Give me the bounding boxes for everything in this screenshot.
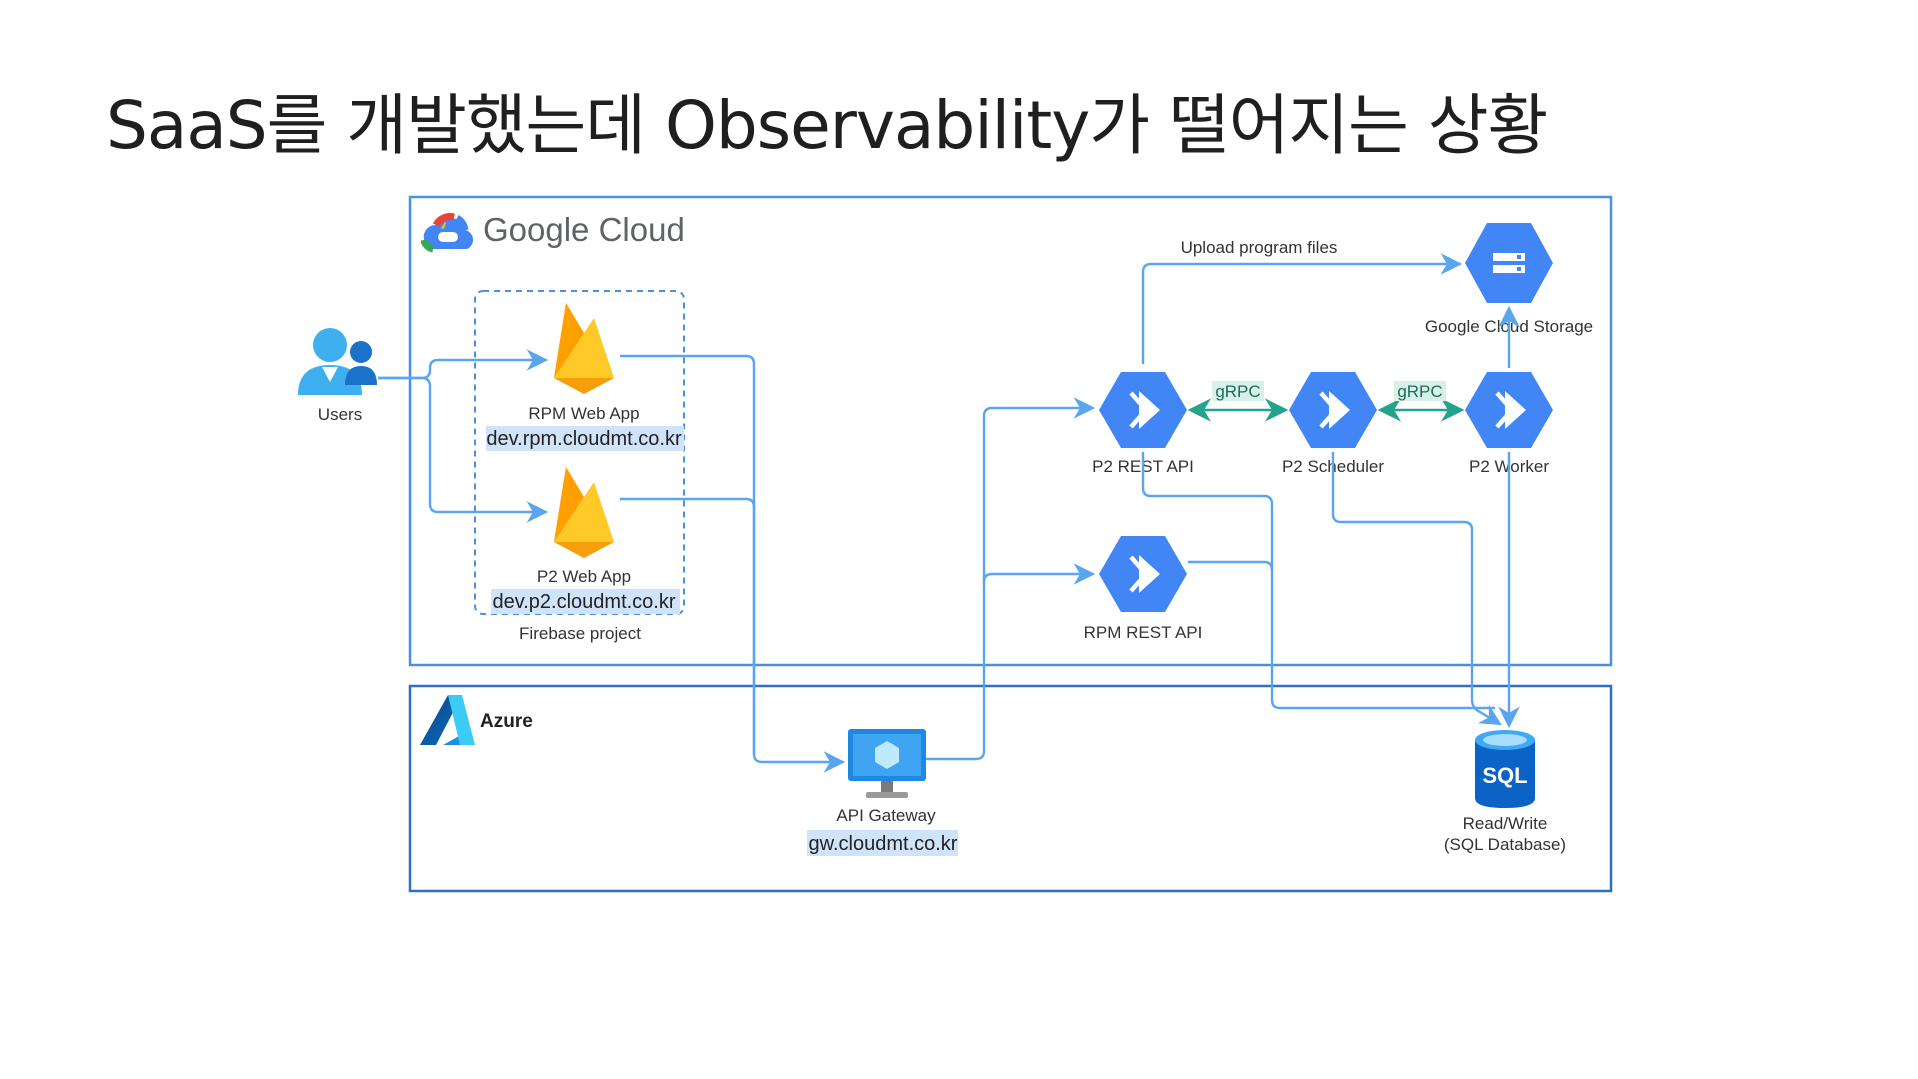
p2-web-app-label: P2 Web App <box>537 567 631 586</box>
rpm-web-app-label: RPM Web App <box>528 404 639 423</box>
rpm-web-app-url[interactable]: dev.rpm.cloudmt.co.kr <box>486 428 682 450</box>
azure-frame <box>408 684 1613 893</box>
api-gateway-url-highlight <box>807 830 958 856</box>
edge-users-rpm-web <box>378 349 549 380</box>
cloud-run-icon <box>1099 372 1187 448</box>
cloud-storage-icon <box>1465 223 1553 303</box>
slide-title: SaaS를 개발했는데 Observability가 떨어지는 상황 <box>106 87 1548 164</box>
rpm-web-app-url-highlight <box>486 426 684 451</box>
users-icon <box>298 328 377 395</box>
edge-scheduler-sql <box>1331 452 1502 726</box>
firebase-project-label: Firebase project <box>519 624 641 643</box>
edge-p2-web-gateway <box>620 497 756 754</box>
p2-web-app-url-highlight <box>491 589 680 614</box>
rpm-rest-api-label: RPM REST API <box>1084 623 1203 642</box>
grpc-label-bg <box>1212 381 1264 401</box>
cloud-run-icon <box>1465 372 1553 448</box>
grpc-label: gRPC <box>1215 382 1260 401</box>
firebase-icon <box>554 303 614 394</box>
edge-rpm-rest-sql <box>1188 560 1274 571</box>
p2-web-app-url[interactable]: dev.p2.cloudmt.co.kr <box>492 591 675 613</box>
sql-label-line2: (SQL Database) <box>1444 835 1566 854</box>
edge-gateway-rpm-rest <box>982 563 1096 585</box>
edge-gateway-p2-rest <box>926 397 1096 761</box>
grpc-label-bg <box>1394 381 1446 401</box>
api-gateway-icon <box>848 729 926 798</box>
azure-logo-icon <box>420 695 475 745</box>
edge-rpm-web-gateway <box>620 354 846 773</box>
grpc-label: gRPC <box>1397 382 1442 401</box>
edge-users-p2-web <box>378 376 549 523</box>
google-cloud-frame <box>408 195 1613 667</box>
upload-label: Upload program files <box>1181 238 1338 257</box>
sql-database-icon: SQL <box>1475 730 1535 808</box>
sql-icon-text: SQL <box>1482 763 1527 788</box>
firebase-icon <box>554 467 614 558</box>
cloud-run-icon <box>1289 372 1377 448</box>
api-gateway-url[interactable]: gw.cloudmt.co.kr <box>809 833 958 855</box>
edge-p2-rest-sql <box>1141 452 1495 710</box>
edge-p2-rest-storage <box>1141 253 1463 364</box>
google-cloud-label: Google Cloud <box>483 211 685 248</box>
users-label: Users <box>318 405 362 424</box>
api-gateway-label: API Gateway <box>836 806 936 825</box>
google-cloud-logo-icon <box>420 213 474 253</box>
azure-label: Azure <box>480 711 533 732</box>
sql-label-line1: Read/Write <box>1463 814 1548 833</box>
cloud-run-icon <box>1099 536 1187 612</box>
